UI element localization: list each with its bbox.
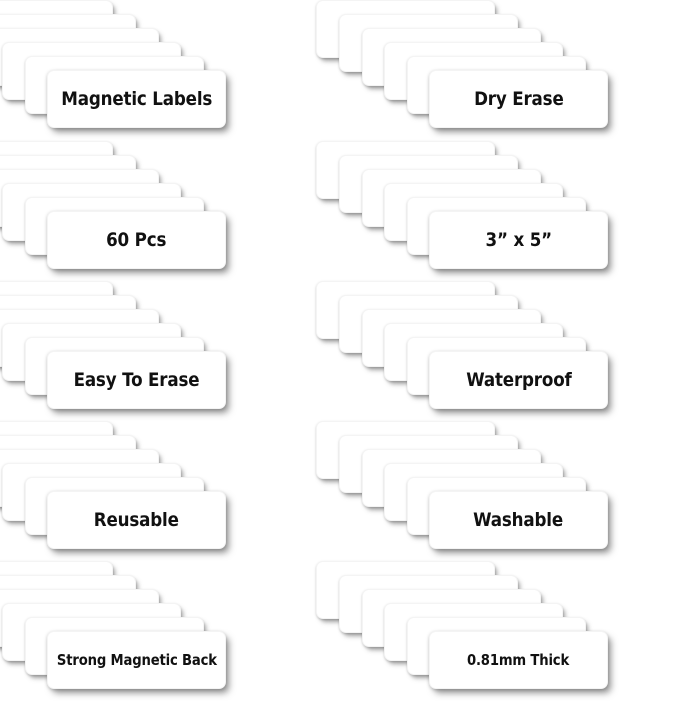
front-label-card-3-x-5: 3” x 5”: [429, 211, 608, 269]
feature-stack-washable: Washable: [316, 421, 616, 561]
feature-label-magnetic-labels: Magnetic Labels: [61, 87, 212, 110]
feature-label-60-pcs: 60 Pcs: [106, 228, 167, 251]
feature-stack-magnetic-labels: Magnetic Labels: [0, 0, 234, 140]
feature-stack-dry-erase: Dry Erase: [316, 0, 616, 140]
feature-stack-reusable: Reusable: [0, 421, 234, 561]
feature-stack-easy-to-erase: Easy To Erase: [0, 281, 234, 421]
feature-label-0-81mm-thick: 0.81mm Thick: [467, 650, 570, 669]
feature-stack-3-x-5: 3” x 5”: [316, 141, 616, 281]
front-label-card-strong-magnetic-back: Strong Magnetic Back: [47, 631, 226, 689]
front-label-card-60-pcs: 60 Pcs: [47, 211, 226, 269]
front-label-card-easy-to-erase: Easy To Erase: [47, 351, 226, 409]
feature-label-3-x-5: 3” x 5”: [485, 228, 552, 251]
feature-label-dry-erase: Dry Erase: [473, 87, 564, 110]
feature-stack-60-pcs: 60 Pcs: [0, 141, 234, 281]
front-label-card-0-81mm-thick: 0.81mm Thick: [429, 631, 608, 689]
front-label-card-reusable: Reusable: [47, 491, 226, 549]
feature-label-reusable: Reusable: [93, 508, 179, 531]
feature-label-washable: Washable: [473, 508, 564, 531]
front-label-card-magnetic-labels: Magnetic Labels: [47, 70, 226, 128]
front-label-card-waterproof: Waterproof: [429, 351, 608, 409]
feature-stack-waterproof: Waterproof: [316, 281, 616, 421]
feature-stack-0-81mm-thick: 0.81mm Thick: [316, 561, 616, 701]
feature-label-easy-to-erase: Easy To Erase: [73, 368, 200, 391]
feature-label-strong-magnetic-back: Strong Magnetic Back: [56, 650, 217, 669]
front-label-card-dry-erase: Dry Erase: [429, 70, 608, 128]
front-label-card-washable: Washable: [429, 491, 608, 549]
feature-stack-strong-magnetic-back: Strong Magnetic Back: [0, 561, 234, 701]
feature-label-waterproof: Waterproof: [465, 368, 572, 391]
